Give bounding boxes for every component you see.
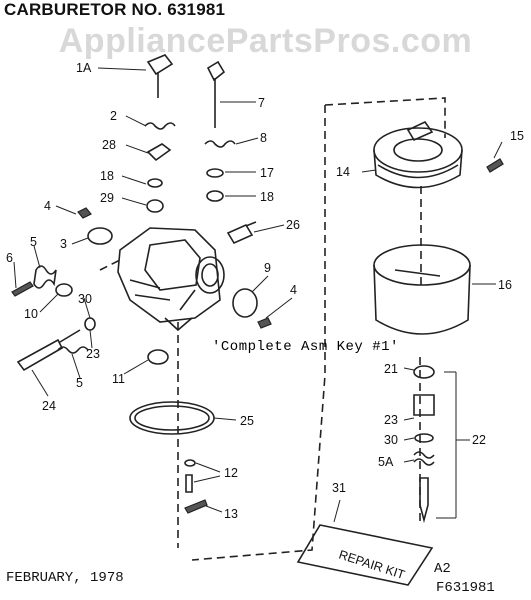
label-7: 7 xyxy=(258,96,265,110)
part-plate xyxy=(232,288,258,318)
part-washer-30 xyxy=(414,433,434,443)
part-carburetor-body xyxy=(117,227,225,332)
footer-code-b: F631981 xyxy=(436,580,495,596)
part-plug xyxy=(147,349,169,365)
part-float-pin xyxy=(486,158,504,173)
label-14: 14 xyxy=(336,165,350,179)
assembly-line-shaft xyxy=(99,259,121,271)
part-seal-left xyxy=(147,178,163,188)
label-12: 12 xyxy=(224,466,238,480)
part-needle-valve xyxy=(16,329,81,372)
label-5a: 5 xyxy=(30,235,37,249)
label-4a: 4 xyxy=(44,199,51,213)
label-5b: 5 xyxy=(76,376,83,390)
label-4b: 4 xyxy=(290,283,297,297)
part-seat-23 xyxy=(413,394,435,416)
label-8: 8 xyxy=(260,131,267,145)
label-13: 13 xyxy=(224,507,238,521)
label-26: 26 xyxy=(286,218,300,232)
label-5a-right: 5A xyxy=(378,455,394,469)
part-choke-shaft xyxy=(206,60,226,128)
part-gasket xyxy=(87,227,113,245)
assembly-line-right xyxy=(324,97,446,138)
label-31: 31 xyxy=(332,481,346,495)
label-17: 17 xyxy=(260,166,274,180)
page-title: CARBURETOR NO. 631981 xyxy=(4,0,226,19)
part-fitting xyxy=(226,221,257,245)
footer-code-a: A2 xyxy=(434,561,451,577)
part-spring-23 xyxy=(57,346,89,354)
part-idle-screw xyxy=(11,281,34,297)
part-seal-right xyxy=(206,168,224,178)
assembly-line-left xyxy=(191,105,326,561)
label-18a: 18 xyxy=(100,169,114,183)
part-screw-top xyxy=(77,207,92,219)
part-spring xyxy=(144,122,176,130)
part-float-needle xyxy=(184,459,196,467)
watermark: AppliancePartsPros.com xyxy=(58,22,473,60)
part-repair-kit: REPAIR KIT xyxy=(296,524,434,586)
label-3: 3 xyxy=(60,237,67,251)
part-seat-21 xyxy=(413,365,435,379)
part-throttle-shaft xyxy=(146,54,174,98)
part-needle xyxy=(419,477,429,524)
part-float xyxy=(373,120,463,189)
leader-lines xyxy=(13,67,503,523)
part-screw-9 xyxy=(257,317,272,329)
label-23a: 23 xyxy=(86,347,100,361)
label-1a: 1A xyxy=(76,61,92,75)
part-seal-left-2 xyxy=(146,199,164,213)
label-25: 25 xyxy=(240,414,254,428)
part-float-bowl xyxy=(373,244,471,335)
part-spring-5 xyxy=(33,265,57,289)
label-30b: 30 xyxy=(384,433,398,447)
part-washer xyxy=(84,317,96,331)
label-28: 28 xyxy=(102,138,116,152)
label-15: 15 xyxy=(510,129,524,143)
part-pin xyxy=(184,499,208,514)
footer-date: FEBRUARY, 1978 xyxy=(6,570,124,586)
complete-assembly-callout: 'Complete Asm Key #1' xyxy=(212,339,399,355)
label-30a: 30 xyxy=(78,292,92,306)
part-choke-spring xyxy=(204,140,236,148)
label-23b: 23 xyxy=(384,413,398,427)
label-2: 2 xyxy=(110,109,117,123)
label-6: 6 xyxy=(6,251,13,265)
label-22: 22 xyxy=(472,433,486,447)
part-spring-5a xyxy=(413,451,435,466)
label-24: 24 xyxy=(42,399,56,413)
label-9: 9 xyxy=(264,261,271,275)
label-10: 10 xyxy=(24,307,38,321)
part-seal-right-2 xyxy=(206,190,224,202)
label-21: 21 xyxy=(384,362,398,376)
label-18b: 18 xyxy=(260,190,274,204)
part-lever xyxy=(146,143,172,162)
part-o-ring xyxy=(55,283,73,297)
label-16: 16 xyxy=(498,278,512,292)
label-29: 29 xyxy=(100,191,114,205)
part-labels: 1A 2 28 18 29 4 3 5 6 10 30 23 24 5 11 7… xyxy=(6,61,524,521)
label-11: 11 xyxy=(112,372,125,386)
